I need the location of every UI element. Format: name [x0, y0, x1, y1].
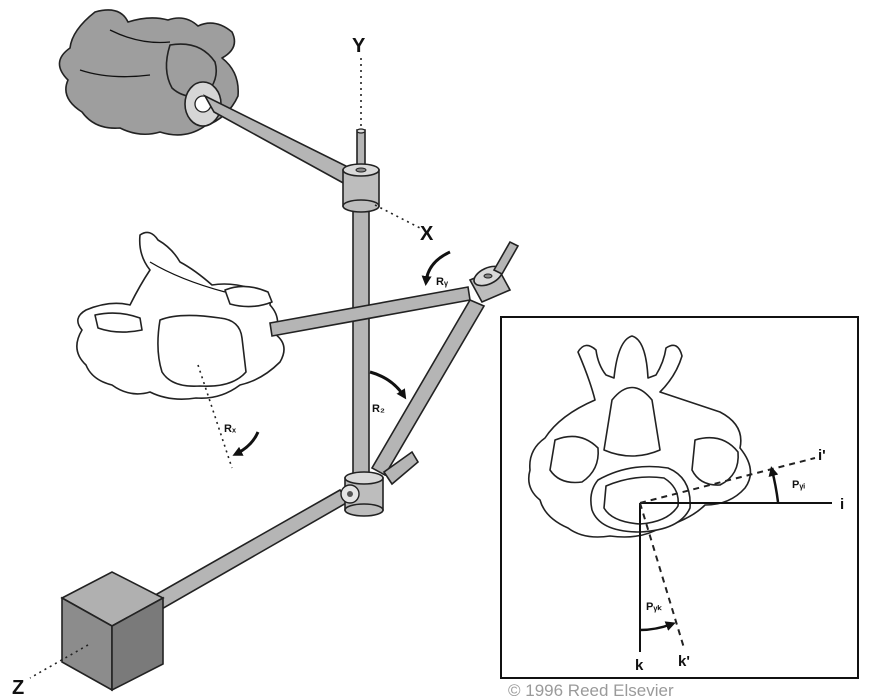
x-axis-line	[374, 204, 421, 229]
y-axis-label: Y	[352, 35, 366, 57]
z-axis-label: Z	[12, 677, 24, 698]
lower-rod	[148, 488, 350, 612]
diagonal-strut	[370, 298, 486, 477]
bottom-collar	[340, 471, 384, 517]
pyk-rotation-arrow	[639, 621, 676, 632]
upper-rod	[203, 94, 366, 192]
base-cube	[60, 571, 165, 692]
z-axis-line	[29, 644, 89, 679]
middle-rod	[269, 286, 471, 337]
i-prime-axis-line	[639, 457, 816, 504]
upper-vertebra	[58, 9, 239, 136]
k-prime-axis-line	[639, 502, 685, 649]
i-prime-axis-label: i'	[818, 447, 826, 464]
middle-vertebra	[76, 231, 285, 400]
top-collar	[342, 163, 380, 213]
rz-rotation-arrow	[369, 370, 407, 400]
pyk-label: Pᵧₖ	[646, 601, 662, 613]
right-collar-pin	[492, 240, 520, 276]
copyright-notice: © 1996 Reed Elsevier	[508, 681, 674, 698]
rx-rotation-arrow	[232, 431, 260, 456]
ry-label: Rᵧ	[436, 276, 449, 288]
i-axis-label: i	[840, 496, 844, 513]
rx-label: Rₓ	[224, 423, 237, 435]
inset-vertebra	[527, 335, 752, 538]
inset-panel: i i' Pᵧᵢ k k' Pᵧₖ	[500, 316, 859, 679]
rz-label: R₂	[372, 403, 385, 415]
k-prime-axis-label: k'	[678, 653, 690, 670]
pyi-rotation-arrow	[768, 466, 780, 503]
rx-axis-line	[197, 364, 233, 469]
pyi-label: Pᵧᵢ	[792, 479, 805, 491]
k-axis-label: k	[635, 657, 644, 674]
x-axis-label: X	[420, 223, 434, 245]
bottom-collar-stub	[382, 450, 420, 486]
ry-rotation-arrow	[421, 250, 451, 286]
vertical-post	[352, 204, 370, 478]
